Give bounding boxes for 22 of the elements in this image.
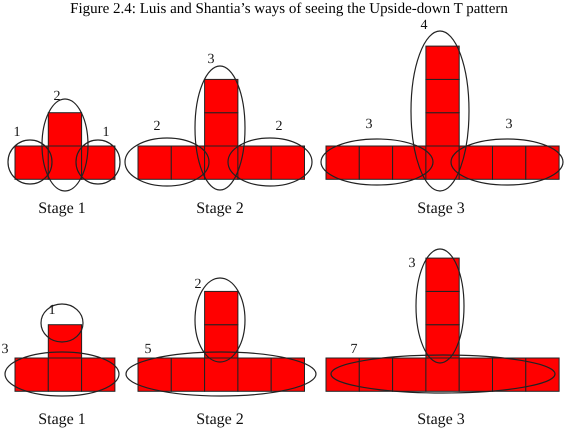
count-label: 1 [102,126,110,140]
count-label: 3 [366,118,372,132]
count-label: 2 [194,278,202,292]
count-label: 3 [208,53,214,67]
stage-label: Stage 3 [417,412,465,428]
count-label: 3 [2,343,8,357]
count-label: 3 [408,257,416,271]
count-label: 1 [48,304,56,318]
count-label: 2 [154,120,160,134]
count-label: 2 [276,120,282,134]
stage-label: Stage 2 [196,412,244,428]
count-label: 7 [350,343,358,357]
stage-label: Stage 2 [196,201,244,217]
stage-label: Stage 1 [38,412,86,428]
count-label: 3 [506,118,512,132]
stage-label: Stage 1 [38,201,86,217]
count-label: 4 [420,19,428,33]
count-label: 2 [54,90,60,104]
stage-label: Stage 3 [417,201,465,217]
count-label: 1 [14,126,20,140]
count-label: 5 [144,343,152,357]
figure-title: Figure 2.4: Luis and Shantia’s ways of seeing the Upside-down T pattern [69,1,509,18]
